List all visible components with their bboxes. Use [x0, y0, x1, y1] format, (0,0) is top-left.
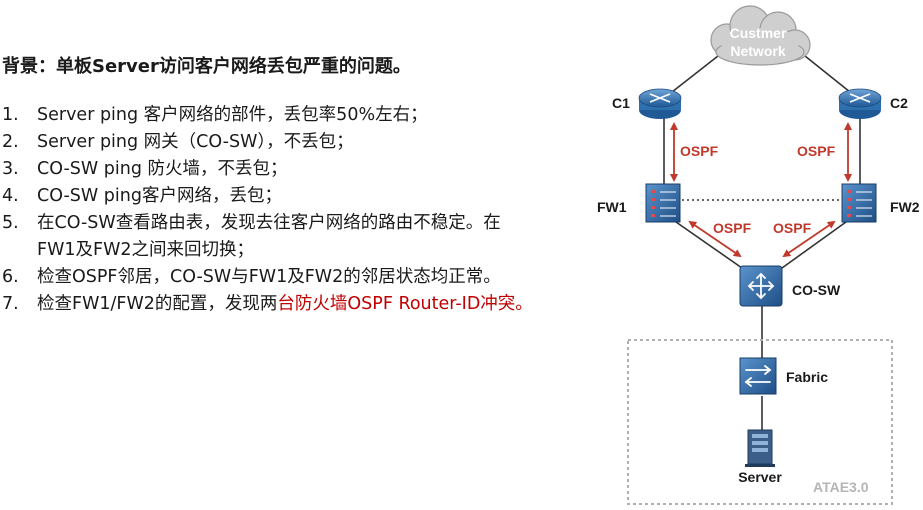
switch-fabric-icon [739, 357, 777, 395]
step-item-3: 3. CO-SW ping 防火墙，不丢包； [0, 156, 600, 183]
ospf-label-mid-right: OSPF [773, 220, 812, 236]
link-cloud-c1 [671, 55, 719, 93]
router-c1-icon [638, 88, 682, 119]
label-c2: C2 [890, 95, 908, 111]
ospf-label-right: OSPF [797, 143, 836, 159]
switch-cosw-icon [739, 265, 783, 307]
step-number: 5. [2, 213, 19, 233]
step-item-1: 1. Server ping 客户网络的部件，丢包率50%左右； [0, 102, 600, 129]
datacenter-boundary [627, 339, 893, 505]
step-item-4: 4. CO-SW ping客户网络，丢包； [0, 183, 600, 210]
step-text: CO-SW ping 防火墙，不丢包； [37, 159, 288, 179]
router-c2-icon [838, 88, 882, 119]
step-text: CO-SW ping客户网络，丢包； [37, 186, 282, 206]
step-text: Server ping 网关（CO-SW），不丢包； [37, 132, 354, 152]
step-number: 1. [2, 105, 19, 125]
step-number: 3. [2, 159, 19, 179]
label-server: Server [738, 469, 782, 485]
step-item-6: 6. 检查OSPF邻居，CO-SW与FW1及FW2的邻居状态均正常。 [0, 264, 600, 291]
cloud-label-line2: Network [730, 43, 785, 59]
ospf-label-left: OSPF [680, 143, 719, 159]
watermark: ATAE3.0 [813, 479, 869, 495]
step-text: Server ping 客户网络的部件，丢包率50%左右； [37, 105, 428, 125]
step-text: 检查FW1/FW2的配置，发现两 [37, 294, 278, 314]
step-number: 6. [2, 267, 19, 287]
cloud-label-line1: Custmer [730, 25, 787, 41]
step-item-2: 2. Server ping 网关（CO-SW），不丢包； [0, 129, 600, 156]
step-number: 4. [2, 186, 19, 206]
step-text: 在CO-SW查看路由表，发现去往客户网络的路由不稳定。在 [37, 213, 501, 233]
label-fw1: FW1 [597, 199, 627, 215]
ospf-arrow-mid-right [782, 220, 836, 258]
step-highlight-text: 台防火墙OSPF Router-ID冲突。 [277, 294, 533, 314]
cloud-icon: Custmer Network [710, 5, 811, 66]
server-icon [745, 429, 775, 467]
link-cloud-c2 [804, 55, 851, 93]
step-text: 检查OSPF邻居，CO-SW与FW1及FW2的邻居状态均正常。 [37, 267, 501, 287]
label-cosw: CO-SW [792, 282, 841, 298]
step-number: 2. [2, 132, 19, 152]
label-c1: C1 [612, 95, 630, 111]
step-item-7: 7. 检查FW1/FW2的配置，发现两台防火墙OSPF Router-ID冲突。 [0, 291, 600, 318]
step-list: 1. Server ping 客户网络的部件，丢包率50%左右； 2. Server… [0, 102, 600, 318]
step-text-line2: FW1及FW2之间来回切换； [37, 240, 255, 260]
label-fabric: Fabric [786, 369, 828, 385]
step-item-5: 5. 在CO-SW查看路由表，发现去往客户网络的路由不稳定。在 FW1及FW2之间来… [0, 210, 600, 264]
ospf-arrows [670, 122, 852, 258]
ospf-arrow-mid-left [688, 220, 742, 258]
ospf-label-mid-left: OSPF [713, 220, 752, 236]
page-title: 背景：单板Server访问客户网络丢包严重的问题。 [2, 56, 411, 77]
label-fw2: FW2 [890, 199, 920, 215]
step-number: 7. [2, 294, 19, 314]
firewall-fw1-icon [645, 183, 681, 223]
firewall-fw2-icon [841, 183, 877, 223]
